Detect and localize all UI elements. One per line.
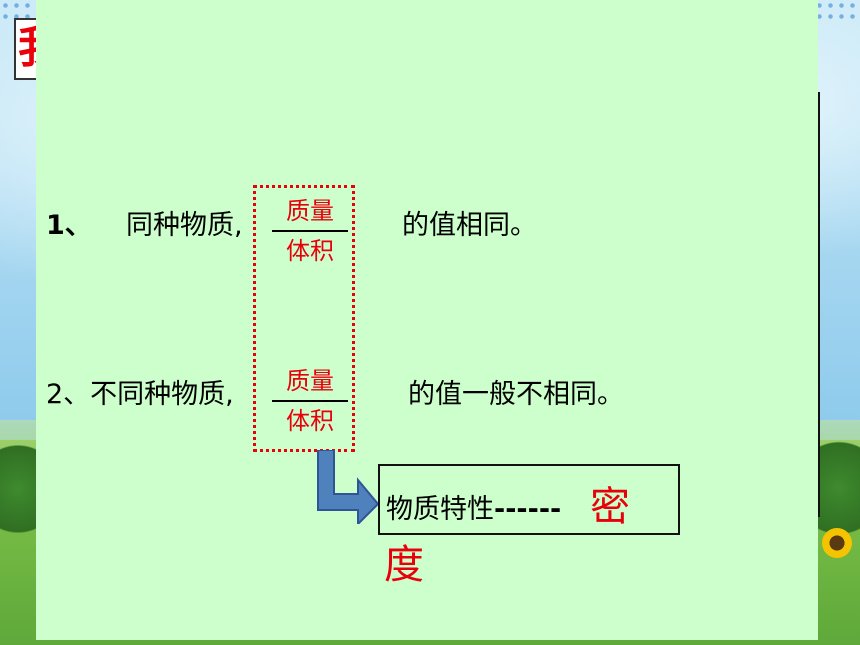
content-panel	[36, 0, 818, 640]
down-right-arrow-icon	[317, 450, 380, 524]
fraction-2: 质量 体积	[272, 366, 348, 436]
fraction-2-numerator: 质量	[286, 367, 334, 395]
line1-text: 同种物质,	[126, 210, 243, 241]
density-dashes: ------	[494, 494, 562, 525]
fraction-highlight-box	[253, 185, 355, 452]
fraction-1-denominator: 体积	[286, 237, 334, 265]
density-label-text: 物质特性	[386, 494, 494, 525]
line1-ending: 的值相同。	[402, 210, 537, 241]
line2-ending: 的值一般不相同。	[408, 379, 624, 410]
fraction-1-numerator: 质量	[286, 197, 334, 225]
line1-number: 1、	[46, 210, 92, 241]
density-label: 物质特性------	[386, 487, 561, 526]
fraction-2-bar	[272, 400, 348, 402]
density-box	[378, 464, 680, 535]
sunflower-icon	[822, 528, 852, 558]
density-word-part1: 密	[590, 484, 630, 530]
line2-text: 2、不同种物质,	[46, 379, 234, 410]
fraction-2-denominator: 体积	[286, 407, 334, 435]
fraction-1: 质量 体积	[272, 196, 348, 266]
density-word-part2: 度	[384, 542, 424, 588]
fraction-1-bar	[272, 230, 348, 232]
